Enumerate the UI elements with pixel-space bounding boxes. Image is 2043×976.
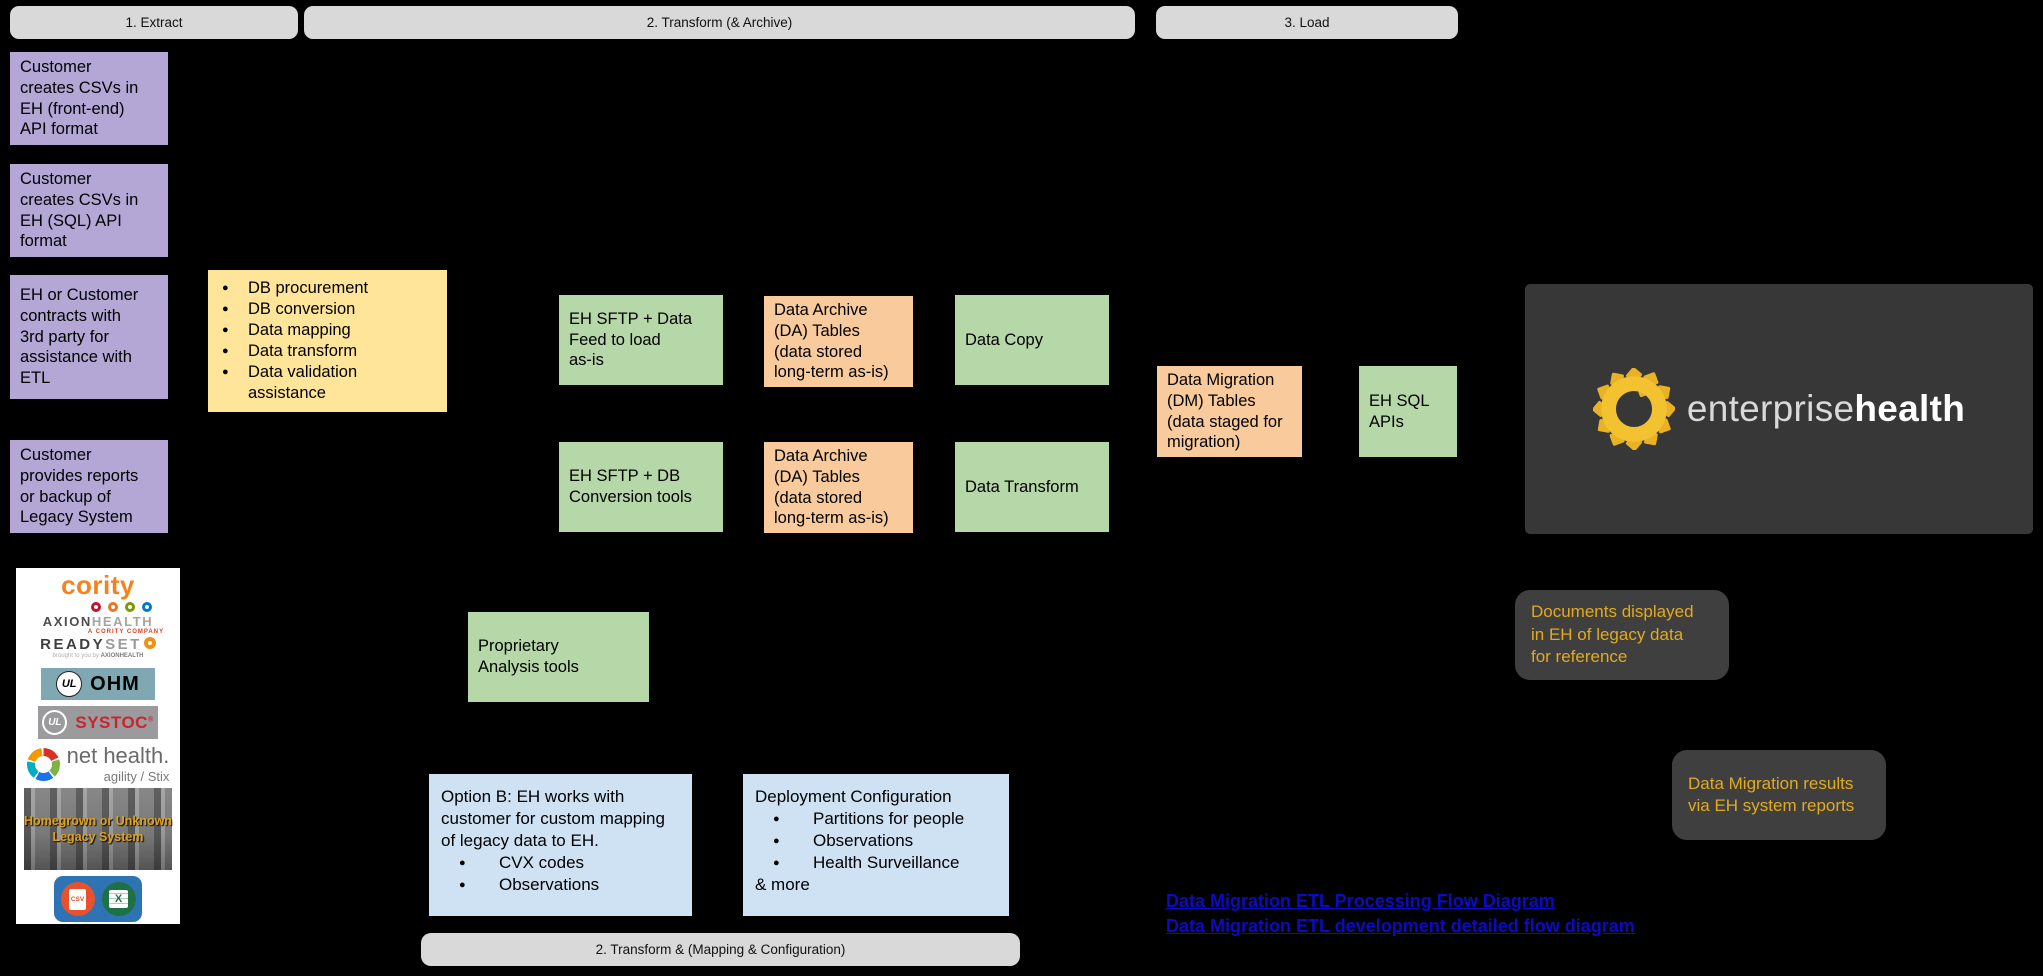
lane-bar-transform-mapping: 2. Transform & (Mapping & Configuration) (421, 933, 1020, 966)
axion-brand-text: AXION (42, 613, 92, 629)
box-data-archive-tables-top: Data Archive (DA) Tables (data stored lo… (764, 296, 913, 387)
excel-file-icon: X (101, 882, 136, 916)
task-item: Data validation assistance (222, 362, 368, 404)
deployment-config-item: Health Surveillance (813, 852, 997, 874)
axion-dots (90, 601, 152, 612)
readyset-ready-text: READY (40, 635, 106, 653)
lane-bar-extract: 1. Extract (10, 6, 298, 39)
ohm-label: OHM (90, 672, 140, 695)
csv-page-glyph: CSV (69, 888, 86, 910)
box-eh-sql-apis: EH SQL APIs (1359, 366, 1457, 457)
box-customer-csv-sql: Customer creates CSVs in EH (SQL) API fo… (10, 164, 168, 257)
legacy-system-photo: Homegrown or Unknown Legacy System (24, 788, 172, 870)
ul-ohm-logo: UL OHM (41, 668, 155, 700)
eh-word-enterprise: enterprise (1686, 388, 1855, 429)
box-customer-csv-frontend: Customer creates CSVs in EH (front-end) … (10, 52, 168, 145)
axion-health-text: HEALTH (91, 613, 154, 629)
box-proprietary-analysis-tools: Proprietary Analysis tools (468, 612, 649, 702)
box-customer-reports-backup: Customer provides reports or backup of L… (10, 440, 168, 533)
option-b-item: Observations (499, 874, 680, 896)
csv-file-icon: CSV (60, 882, 95, 916)
readyset-tagline-brand: AXIONHEALTH (100, 652, 144, 659)
box-third-party-contract: EH or Customer contracts with 3rd party … (10, 275, 168, 399)
axion-dot-red (90, 601, 101, 612)
axion-health-logo: AXIONHEALTH A CORITY COMPANY (16, 598, 180, 638)
axion-dot-orange (107, 601, 118, 612)
box-data-transform: Data Transform (955, 442, 1109, 532)
axion-dot-blue (141, 601, 152, 612)
legacy-system-caption: Homegrown or Unknown Legacy System (24, 813, 172, 844)
box-data-migration-tables: Data Migration (DM) Tables (data staged … (1157, 366, 1302, 457)
deployment-config-title: Deployment Configuration (755, 787, 952, 806)
box-option-b-mapping: Option B: EH works with customer for cus… (429, 774, 692, 916)
excel-page-glyph: X (109, 890, 128, 908)
link-etl-processing-flow-diagram[interactable]: Data Migration ETL Processing Flow Diagr… (1166, 891, 1555, 911)
box-eh-sftp-db-conversion: EH SFTP + DB Conversion tools (559, 442, 723, 532)
lane-bar-extract-label: 1. Extract (125, 15, 183, 30)
ul-mark-icon: UL (56, 671, 83, 697)
net-health-text: net health. (66, 742, 170, 768)
task-item: DB conversion (222, 299, 368, 320)
box-data-archive-tables-bottom: Data Archive (DA) Tables (data stored lo… (764, 442, 913, 533)
deployment-config-item: Partitions for people (813, 808, 997, 830)
lane-bar-transform-archive: 2. Transform (& Archive) (304, 6, 1135, 39)
net-health-ring-icon (26, 747, 60, 781)
deployment-config-list: Partitions for people Observations Healt… (755, 808, 997, 874)
box-deployment-configuration: Deployment Configuration Partitions for … (743, 774, 1009, 916)
box-third-party-tasks: DB procurement DB conversion Data mappin… (208, 270, 447, 412)
enterprise-health-panel: enterprisehealth (1525, 284, 2033, 534)
lane-bar-load-label: 3. Load (1284, 15, 1330, 30)
net-health-logo: net health. agility / Stix (16, 744, 180, 784)
note-data-migration-results: Data Migration results via EH system rep… (1672, 750, 1886, 840)
readyset-set-text: SET (105, 635, 142, 653)
task-item: DB procurement (222, 278, 368, 299)
axion-dot-green (124, 601, 135, 612)
net-health-subtext: agility / Stix (103, 768, 170, 784)
systoc-label: SYSTOC (75, 712, 148, 732)
lane-bar-load: 3. Load (1156, 6, 1458, 39)
legacy-systems-panel: cority AXIONHEALTH A CORITY COMPANY READ… (16, 568, 180, 924)
option-b-title: Option B: EH works with customer for cus… (441, 787, 665, 851)
box-data-copy: Data Copy (955, 295, 1109, 385)
gear-icon (1592, 368, 1675, 450)
ul-mark-icon: UL (42, 710, 68, 735)
note-documents-displayed: Documents displayed in EH of legacy data… (1515, 590, 1729, 680)
enterprise-health-wordmark: enterprisehealth (1687, 388, 1965, 430)
task-item: Data transform (222, 341, 368, 362)
lane-bar-transform-mapping-label: 2. Transform & (Mapping & Configuration) (595, 942, 846, 957)
task-item: Data mapping (222, 320, 368, 341)
axion-tagline: A CORITY COMPANY (87, 628, 165, 635)
option-b-item: CVX codes (499, 852, 680, 874)
diagram-links: Data Migration ETL Processing Flow Diagr… (1166, 889, 1635, 939)
link-etl-development-flow-diagram[interactable]: Data Migration ETL development detailed … (1166, 916, 1635, 936)
registered-mark: ® (147, 715, 154, 723)
office-files-dock: CSV X (54, 876, 142, 922)
deployment-config-item: Observations (813, 830, 997, 852)
lane-bar-transform-archive-label: 2. Transform (& Archive) (646, 15, 793, 30)
readyset-tagline: brought to you by (52, 652, 101, 659)
ul-systoc-logo: UL SYSTOC® (38, 706, 158, 739)
readyset-o-icon (143, 636, 156, 649)
enterprise-health-logo: enterprisehealth (1592, 368, 1965, 450)
eh-word-health: health (1854, 388, 1966, 429)
deployment-config-more: & more (755, 875, 810, 895)
cority-logo: cority (61, 569, 135, 600)
third-party-task-list: DB procurement DB conversion Data mappin… (208, 278, 376, 404)
option-b-list: CVX codes Observations (441, 852, 680, 896)
readyset-logo: READYSET brought to you by AXIONHEALTH (16, 634, 180, 660)
box-eh-sftp-data-feed: EH SFTP + Data Feed to load as-is (559, 295, 723, 385)
